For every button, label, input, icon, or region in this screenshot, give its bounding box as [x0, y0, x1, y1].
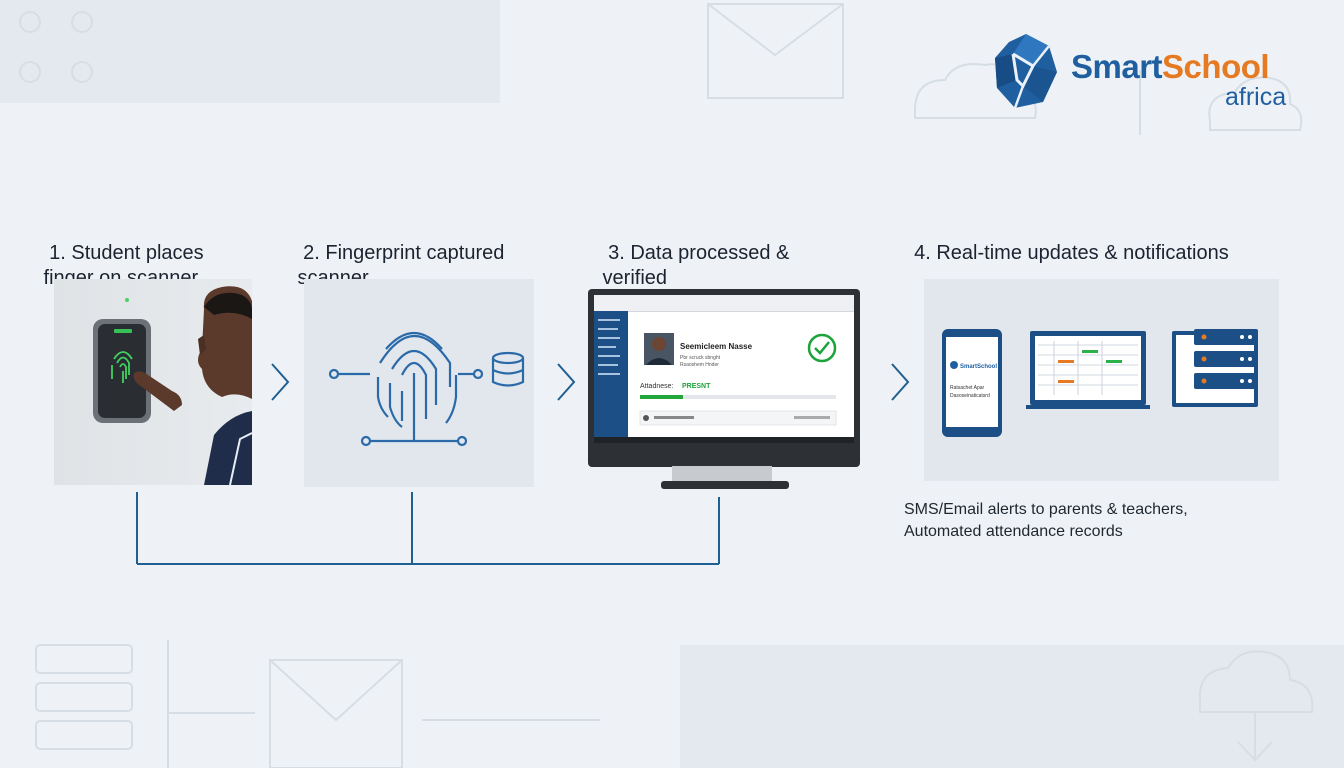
notifications-description: SMS/Email alerts to parents & teachers, … [904, 499, 1188, 543]
student-scanner-photo [54, 279, 252, 485]
attendance-status: PRESNT [682, 383, 711, 390]
fingerprint-scan-icon [111, 351, 133, 383]
notifications-line-1: SMS/Email alerts to parents & teachers, [904, 501, 1188, 518]
chevron-right-icon-3 [891, 363, 910, 401]
background-panel-top-left [0, 0, 500, 103]
notifications-line-2: Automated attendance records [904, 523, 1123, 540]
fingerprint-icon [376, 332, 458, 429]
database-icon [491, 351, 525, 387]
step-3-title: 3. Data processed & verified [597, 216, 790, 316]
laptop-icon [1026, 331, 1150, 409]
step-3-title-line-1: 3. Data processed & [608, 242, 790, 264]
logo-mark-icon [995, 34, 1057, 109]
server-icon [1172, 329, 1258, 407]
step-3-title-line-2: verified [597, 267, 668, 289]
step-2-title-line-1: 2. Fingerprint captured [303, 242, 505, 264]
verification-monitor: Seemicleem Nasse Pbr scruck sbnght Rsaos… [588, 289, 860, 489]
brand-subtitle: africa [1225, 83, 1287, 111]
step-4-title: 4. Real-time updates & notifications [903, 216, 1229, 266]
app-sidebar [594, 311, 628, 443]
brand-name-school: School [1162, 48, 1270, 85]
student-detail-1: Pbr scruck sbnght [680, 355, 721, 361]
attendance-progress-bar [640, 395, 836, 399]
brand-logo: SmartSchool africa [993, 32, 1303, 112]
attendance-progress-fill [640, 395, 684, 399]
phone-brand-text: SmartSchool [960, 364, 997, 370]
monitor-base [661, 481, 789, 489]
chevron-right-icon-1 [271, 363, 290, 401]
background-panel-bottom-right [680, 645, 1344, 768]
fingerprint-capture-panel [304, 279, 534, 487]
monitor-screen: Seemicleem Nasse Pbr scruck sbnght Rsaos… [594, 295, 854, 443]
brand-name-smart: Smart [1071, 48, 1163, 85]
taskbar [594, 437, 854, 443]
phone-icon: SmartSchool Ratsachet Apar Dasoseinatica… [942, 329, 1002, 437]
monitor-illustration [598, 319, 837, 442]
phone-line-1: Ratsachet Apar [950, 385, 985, 391]
step-1-title-line-1: 1. Student places [49, 242, 204, 264]
brand-name: SmartSchool [1071, 48, 1270, 85]
student-name: Seemicleem Nasse [680, 342, 753, 351]
check-circle-icon [807, 333, 837, 363]
student-detail-2: Rsaoshem Hnder [680, 362, 719, 368]
devices-panel: SmartSchool Ratsachet Apar Dasoseinatica… [924, 279, 1279, 481]
chevron-right-icon-2 [557, 363, 576, 401]
attendance-label: Attadnese: [640, 383, 674, 390]
step-4-title-line-1: 4. Real-time updates & notifications [914, 242, 1229, 264]
monitor-stand [672, 466, 772, 482]
browser-bar [594, 295, 854, 312]
phone-line-2: Dasoseinaticatsrd [950, 393, 990, 399]
